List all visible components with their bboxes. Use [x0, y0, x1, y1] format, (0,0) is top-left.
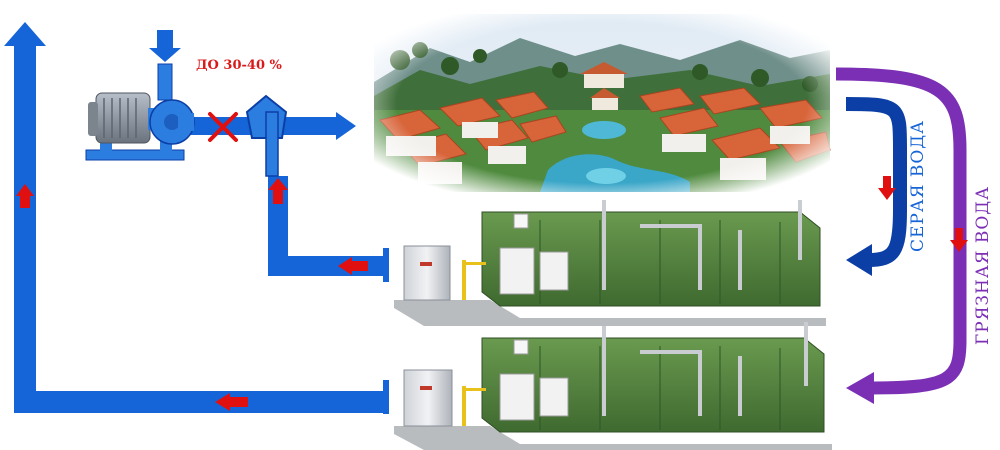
flow-arrow-riser — [16, 184, 34, 208]
grey-water-label: СЕРАЯ ВОДА — [908, 120, 928, 252]
pump-icon — [85, 30, 195, 161]
flow-arrow-middle — [338, 257, 368, 275]
dirty-water-arrow — [835, 67, 968, 404]
flow-arrow-bottom — [215, 393, 248, 411]
flow-arrow-up — [268, 178, 288, 204]
treatment-module-upper — [394, 200, 826, 326]
savings-label: ДО 30-40 % — [196, 58, 282, 73]
treatment-module-lower — [394, 322, 832, 450]
resort-image — [374, 14, 831, 192]
dirty-water-label: ГРЯЗНАЯ ВОДА — [973, 186, 993, 345]
grey-water-arrow — [845, 97, 907, 276]
return-pipe — [4, 22, 389, 414]
closed-valve-icon — [208, 112, 238, 142]
filter-icon — [245, 94, 288, 177]
flow-arrows — [16, 178, 368, 411]
